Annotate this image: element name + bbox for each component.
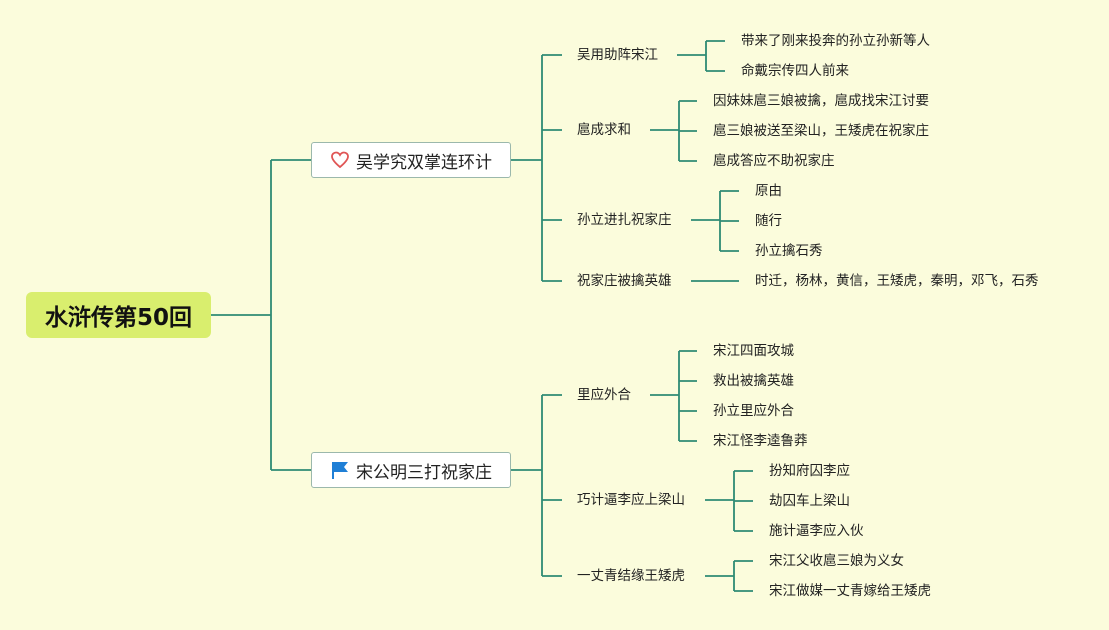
branch-topic-1[interactable]: 吴学究双掌连环计 — [311, 142, 511, 178]
flag-icon — [330, 460, 350, 480]
leaf-topic-2-2-1[interactable]: 扮知府囚李应 — [769, 463, 850, 479]
subtopic-1-4[interactable]: 祝家庄被擒英雄 — [577, 273, 672, 289]
subtopic-2-2[interactable]: 巧计逼李应上梁山 — [577, 492, 685, 508]
subtopic-1-2[interactable]: 扈成求和 — [577, 122, 631, 138]
leaf-topic-2-1-1[interactable]: 宋江四面攻城 — [713, 343, 794, 359]
leaf-topic-1-3-3[interactable]: 孙立擒石秀 — [755, 243, 823, 259]
leaf-topic-1-2-3[interactable]: 扈成答应不助祝家庄 — [713, 153, 835, 169]
subtopic-1-1[interactable]: 吴用助阵宋江 — [577, 47, 658, 63]
subtopic-1-3[interactable]: 孙立进扎祝家庄 — [577, 212, 672, 228]
leaf-topic-1-2-1[interactable]: 因妹妹扈三娘被擒，扈成找宋江讨要 — [713, 93, 929, 109]
branch-topic-1-label: 吴学究双掌连环计 — [356, 152, 492, 173]
subtopic-2-3[interactable]: 一丈青结缘王矮虎 — [577, 568, 685, 584]
leaf-topic-1-2-2[interactable]: 扈三娘被送至梁山，王矮虎在祝家庄 — [713, 123, 929, 139]
leaf-topic-2-1-2[interactable]: 救出被擒英雄 — [713, 373, 794, 389]
leaf-topic-2-1-4[interactable]: 宋江怪李逵鲁莽 — [713, 433, 808, 449]
leaf-topic-2-2-2[interactable]: 劫囚车上梁山 — [769, 493, 850, 509]
leaf-topic-2-2-3[interactable]: 施计逼李应入伙 — [769, 523, 864, 539]
leaf-topic-2-1-3[interactable]: 孙立里应外合 — [713, 403, 794, 419]
heart-icon — [330, 150, 350, 170]
leaf-topic-1-3-2[interactable]: 随行 — [755, 213, 782, 229]
subtopic-2-1[interactable]: 里应外合 — [577, 387, 631, 403]
leaf-topic-1-3-1[interactable]: 原由 — [755, 183, 782, 199]
leaf-topic-1-1-2[interactable]: 命戴宗传四人前来 — [741, 63, 849, 79]
root-topic-label: 水浒传第50回 — [44, 305, 192, 331]
leaf-topic-1-1-1[interactable]: 带来了刚来投奔的孙立孙新等人 — [741, 33, 930, 49]
leaf-topic-2-3-1[interactable]: 宋江父收扈三娘为义女 — [769, 553, 904, 569]
leaf-topic-2-3-2[interactable]: 宋江做媒一丈青嫁给王矮虎 — [769, 583, 931, 599]
branch-topic-2[interactable]: 宋公明三打祝家庄 — [311, 452, 511, 488]
root-topic[interactable]: 水浒传第50回 — [26, 292, 211, 338]
branch-topic-2-label: 宋公明三打祝家庄 — [356, 462, 492, 483]
leaf-topic-1-4-1[interactable]: 时迁，杨林，黄信，王矮虎，秦明，邓飞，石秀 — [755, 273, 1039, 289]
